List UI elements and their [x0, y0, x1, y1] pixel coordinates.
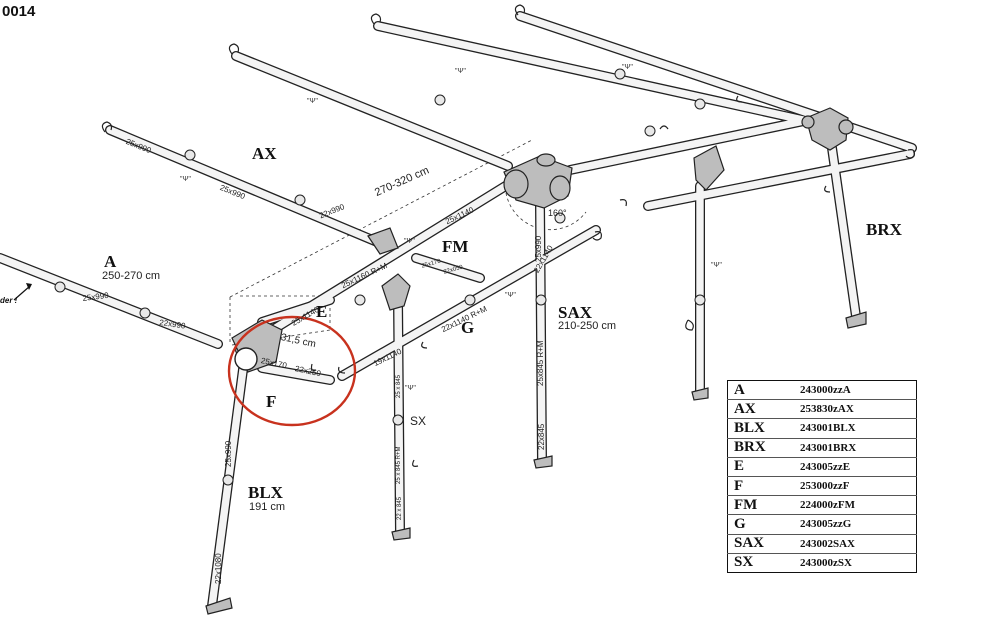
part-reference: 243005zzE	[794, 457, 917, 477]
tube-joint	[464, 294, 476, 306]
label-g: G	[461, 318, 475, 337]
psi-mark: "Ψ"	[711, 262, 722, 269]
tube-hooks	[101, 4, 915, 467]
side-note: der !	[0, 296, 18, 305]
part-code: A	[727, 380, 794, 401]
frame-tubes	[0, 11, 917, 611]
pn-sax2: 25x845 R+M	[536, 340, 545, 386]
part-code: FM	[727, 495, 794, 516]
tube-joint	[139, 307, 151, 319]
document-code: 0014	[2, 3, 36, 20]
pn-sx2: 22 x 845	[397, 496, 403, 520]
tube-joint	[554, 212, 566, 224]
tube-joint	[644, 125, 656, 137]
label-a: A	[104, 252, 117, 271]
roof-pole-3-fill	[232, 52, 512, 170]
part-code: E	[727, 457, 794, 477]
label-sax-range: 210-250 cm	[558, 320, 617, 332]
part-reference: 224000zFM	[794, 495, 917, 516]
upright-sax-fill	[536, 200, 546, 464]
part-reference: 243000zzA	[794, 380, 917, 401]
pn-blx2: 22x1080	[214, 553, 223, 584]
direction-arrow	[13, 283, 32, 301]
psi-mark: "Ψ"	[455, 68, 466, 75]
label-fm: FM	[442, 237, 469, 256]
pn-sax1: 25x990	[534, 235, 543, 262]
label-sx: SX	[410, 414, 427, 428]
tube-joint	[54, 281, 66, 293]
tube-joint	[614, 68, 626, 80]
eave-pole-right-fill	[644, 150, 914, 210]
part-reference: 243005zzG	[794, 514, 917, 535]
right-connector	[801, 107, 854, 151]
part-reference: 243001BLX	[794, 418, 917, 439]
label-a-range: 250-270 cm	[102, 270, 161, 282]
label-f: F	[266, 392, 277, 411]
part-reference: 253000zzF	[794, 476, 917, 497]
tube-joint	[434, 94, 446, 106]
part-reference: 243002SAX	[794, 534, 917, 554]
roof-pole-a-fill	[0, 254, 222, 348]
label-sax: SAX	[558, 303, 593, 322]
part-reference: 243000zSX	[800, 556, 852, 569]
label-blx: BLX	[248, 483, 283, 502]
part-code: SX	[734, 554, 754, 571]
upright-brx-fill	[828, 144, 860, 320]
highlight-circle-f	[227, 315, 357, 427]
ridge-pole-right-fill	[566, 114, 822, 174]
psi-mark: "Ψ"	[180, 176, 191, 183]
label-blx-size: 191 cm	[249, 501, 286, 513]
tube-joint	[184, 149, 196, 161]
part-code: BLX	[727, 418, 794, 439]
central-connector	[503, 153, 573, 209]
part-code: G	[727, 514, 794, 535]
parts-table-row: SX 243000zSX	[728, 553, 917, 572]
tube-joint	[392, 414, 404, 426]
part-reference: 253830zAX	[794, 399, 917, 420]
roof-pole-4-fill	[374, 22, 834, 130]
part-code: AX	[727, 399, 794, 420]
joint-angle: 160°	[548, 208, 567, 218]
pn-sx3: 25 x 845	[396, 374, 402, 398]
tube-joint	[222, 474, 234, 486]
psi-mark: "Ψ"	[622, 64, 633, 71]
ridge-pole-fill	[236, 178, 516, 354]
tube-joint	[535, 294, 547, 306]
pn-blx1: 25x990	[224, 440, 233, 467]
label-brx: BRX	[866, 220, 902, 239]
part-reference: 243001BRX	[794, 438, 917, 458]
pole-f-fill	[258, 364, 334, 384]
front-connectors	[231, 145, 725, 373]
pole-fm-fill	[412, 254, 484, 282]
feet	[205, 311, 867, 615]
tube-joint	[694, 98, 706, 110]
psi-mark: "Ψ"	[505, 292, 516, 299]
label-ax: AX	[252, 144, 277, 163]
part-code: SAX	[727, 534, 794, 554]
label-e: E	[316, 302, 328, 321]
roof-pole-ax-fill	[106, 126, 386, 248]
part-code: BRX	[727, 438, 794, 458]
part-code: F	[727, 476, 794, 497]
psi-mark: "Ψ"	[307, 98, 318, 105]
tube-joint	[354, 294, 366, 306]
tube-joint	[694, 294, 706, 306]
pn-sx1: 25 x 845 R+M	[396, 446, 402, 484]
tube-joint	[294, 194, 306, 206]
pn-sax3: 22x845	[537, 423, 546, 450]
psi-mark: "Ψ"	[404, 238, 415, 245]
psi-mark: "Ψ"	[405, 385, 416, 392]
